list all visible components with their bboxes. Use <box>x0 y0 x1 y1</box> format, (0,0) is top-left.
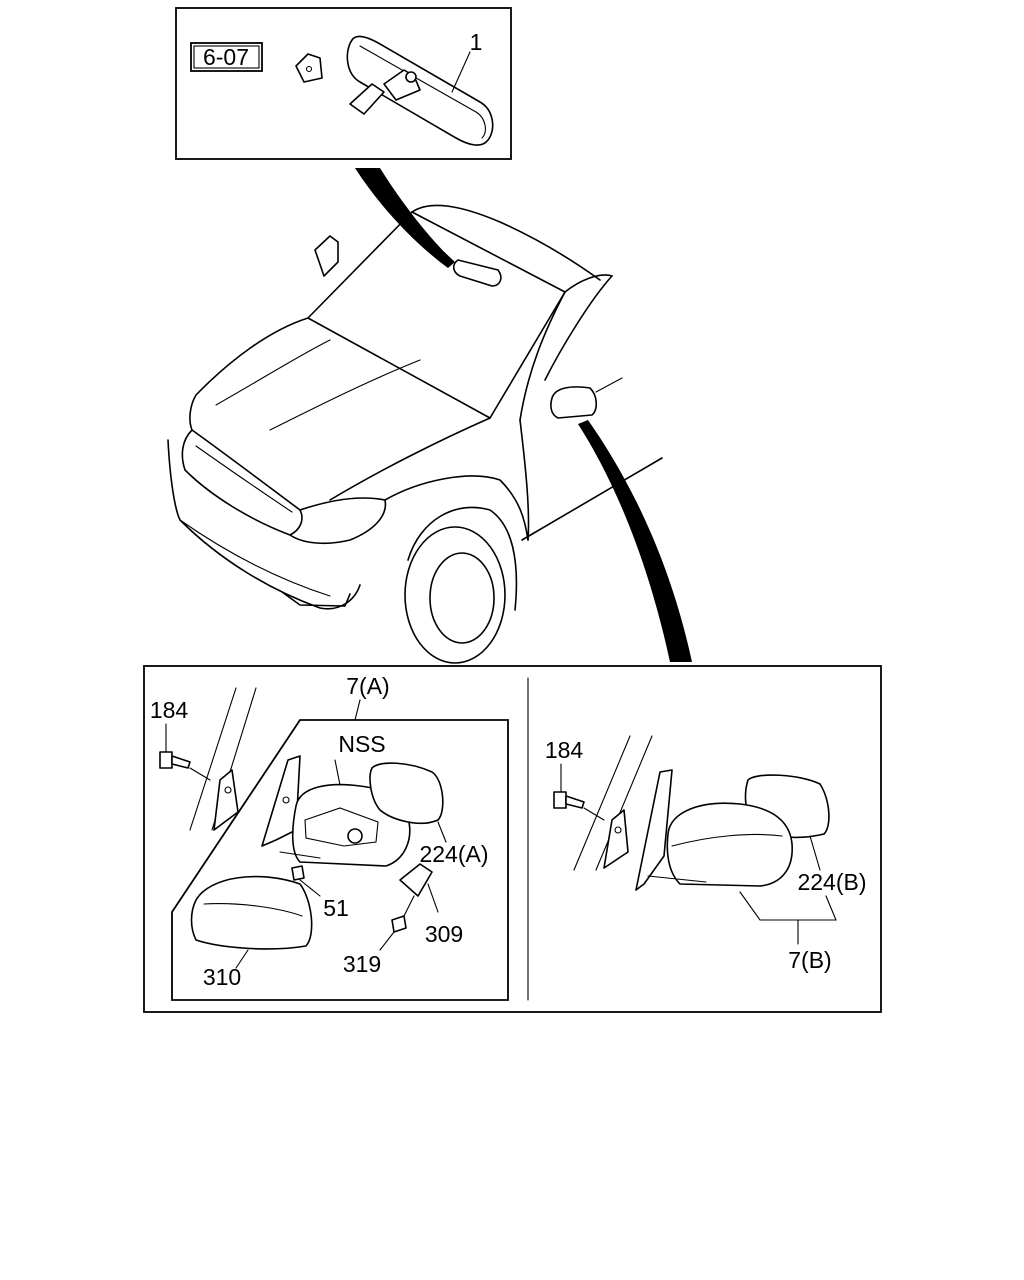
hood-crease-1 <box>215 339 331 406</box>
bolt-184-head-left <box>159 751 173 769</box>
door-mirror-frame <box>143 665 882 1013</box>
housing-b-edge <box>671 833 783 847</box>
screw-319-axis <box>403 895 415 917</box>
mount-plate-b-hole <box>614 826 622 834</box>
leader-224a <box>437 821 447 843</box>
door-front-edge <box>519 419 530 541</box>
label-224a: 224(A) <box>419 841 488 867</box>
leader-7b-bracket <box>739 891 837 921</box>
mirror-mount <box>349 83 385 115</box>
housing-b-arm <box>647 875 707 883</box>
mirror-glass-a <box>369 762 444 824</box>
door-frame <box>544 275 613 381</box>
label-7b: 7(B) <box>788 947 831 973</box>
hood-crease-2 <box>269 359 421 431</box>
housing-a-motor <box>347 828 363 844</box>
bolt-184-shank-right <box>565 795 585 809</box>
grille-bar <box>195 445 293 513</box>
inner-mirror-inset: 6-07 1 <box>175 7 512 160</box>
label-nss: NSS <box>338 731 385 757</box>
label-part-1: 1 <box>470 29 483 55</box>
reference-label: 6-07 <box>203 44 249 70</box>
door-sill <box>521 457 663 541</box>
front-bumper <box>167 439 361 610</box>
label-184-right: 184 <box>545 737 584 763</box>
wheel-arch <box>407 506 518 611</box>
windshield-inner-mirror <box>452 259 502 287</box>
bolt-184-head-right <box>553 791 567 809</box>
mirror-pivot <box>405 71 417 83</box>
bumper-line <box>179 519 331 597</box>
mirror-base-bracket-b <box>635 769 673 891</box>
mirror-clip-hole <box>305 65 313 73</box>
mirror-assembly-a: 7(A) 184 NSS <box>150 673 509 1001</box>
mount-plate-a <box>213 769 239 831</box>
door-mirror-inset: 7(A) 184 NSS <box>143 665 882 1013</box>
pillar-a-line1 <box>189 687 237 831</box>
right-door-mirror <box>550 386 598 419</box>
vehicle-illustration <box>167 204 663 664</box>
leader-7a <box>354 699 361 721</box>
leader-nss <box>334 759 341 786</box>
assembly-a-subframe <box>171 719 509 1001</box>
hood-right-edge <box>329 417 491 501</box>
screw-319 <box>391 915 407 933</box>
leader-310 <box>235 949 249 969</box>
front-wheel-rim <box>429 552 495 644</box>
label-310: 310 <box>203 964 241 990</box>
leader-part-1 <box>451 51 471 93</box>
label-309: 309 <box>425 921 463 947</box>
leader-319 <box>379 931 395 951</box>
bolt-184-shank-left <box>171 755 191 769</box>
housing-a-arm <box>279 851 321 859</box>
roof-edge <box>564 274 613 293</box>
pillar-b-line1 <box>573 735 631 871</box>
reference-tag: 6-07 <box>190 42 263 72</box>
mount-plate-a-hole <box>224 786 232 794</box>
mirror-housing-b <box>666 802 793 887</box>
leader-309 <box>427 883 439 913</box>
label-7a: 7(A) <box>346 673 389 699</box>
mount-plate-b <box>603 809 629 869</box>
label-184-left: 184 <box>150 697 189 723</box>
mirror-assembly-b: 184 224(B) 7(B) <box>545 735 867 973</box>
leader-224b <box>809 835 821 871</box>
a-pillar <box>519 291 566 421</box>
front-grille <box>181 429 303 536</box>
bolt-184-axis-left <box>189 767 211 781</box>
pointer-arrow-door-mirror <box>578 420 692 662</box>
hood-left-edge <box>189 317 309 431</box>
front-wheel <box>404 526 506 664</box>
inner-mirror-frame <box>175 7 512 160</box>
mirror-arm-line <box>595 377 623 393</box>
label-224b: 224(B) <box>797 869 866 895</box>
mirror-cover-310 <box>190 875 313 950</box>
mirror-base-bracket <box>261 755 301 847</box>
reference-box <box>190 42 263 72</box>
leader-51 <box>299 879 321 897</box>
bolt-184-axis-right <box>583 807 605 821</box>
roof-line <box>411 204 601 281</box>
fog-lamp <box>281 591 351 607</box>
label-51: 51 <box>323 895 349 921</box>
rear-view-mirror-edge <box>359 45 486 139</box>
reference-box-inner <box>193 45 260 69</box>
pillar-b-line2 <box>595 735 653 871</box>
cover-310-edge <box>203 903 303 917</box>
housing-a-recess <box>304 807 379 847</box>
base-bracket-hole <box>282 796 290 804</box>
headlamp <box>289 497 387 545</box>
screw-51 <box>291 865 305 881</box>
front-fender <box>384 475 529 541</box>
label-319: 319 <box>343 951 381 977</box>
mirror-clip <box>295 53 323 83</box>
clip-309 <box>399 863 433 897</box>
left-door-mirror <box>314 235 339 277</box>
